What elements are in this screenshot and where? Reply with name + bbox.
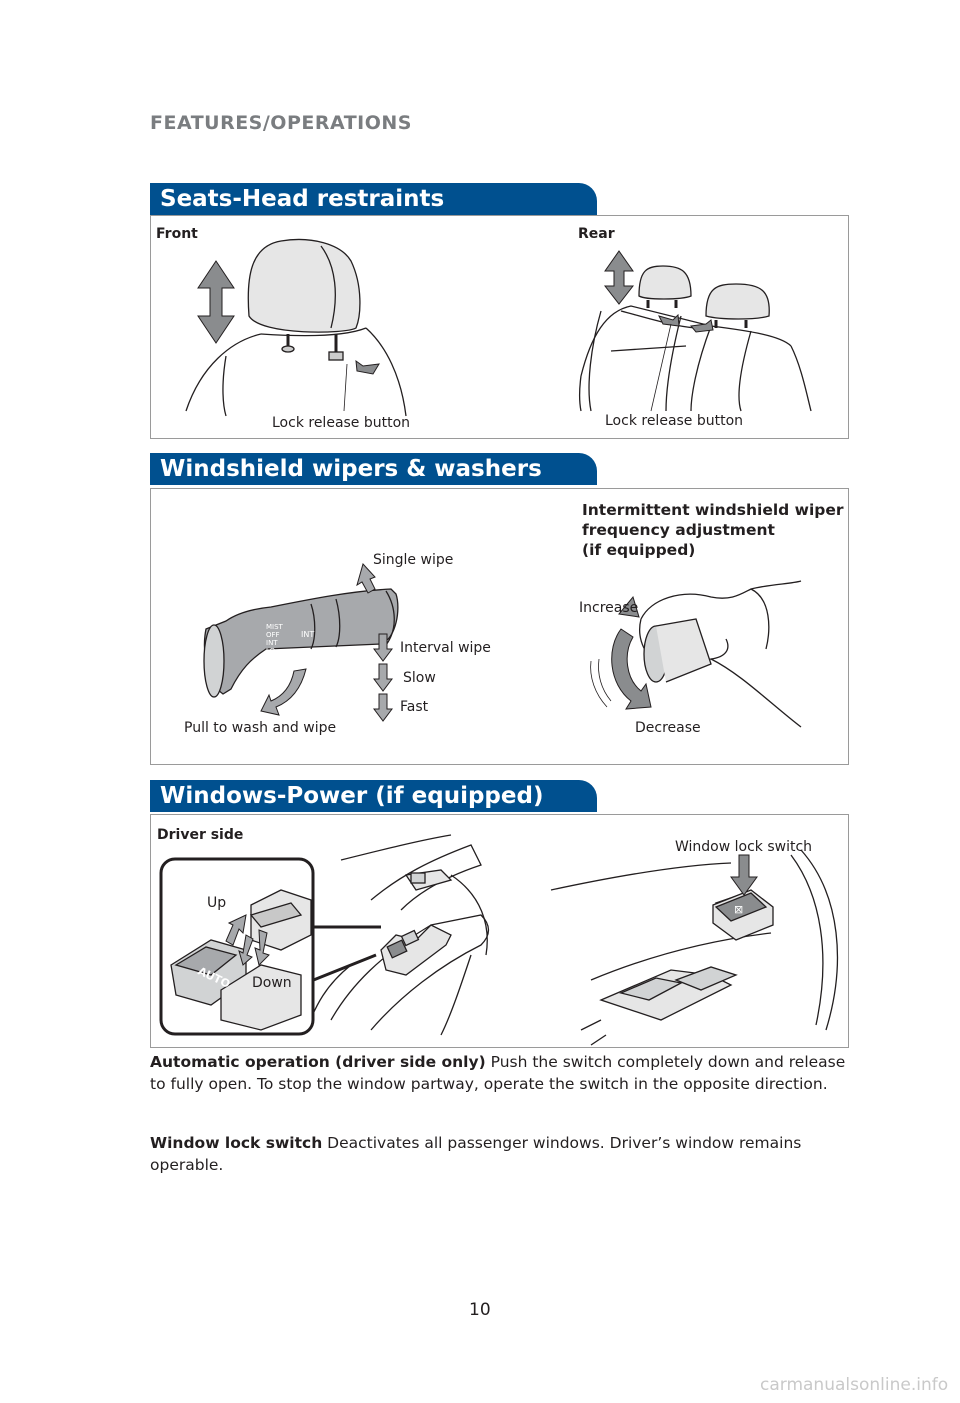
stalk-mark-lo: LO (266, 647, 276, 655)
stalk-mark-off: OFF (266, 631, 280, 639)
rear-lock-release-label: Lock release button (605, 413, 743, 429)
wipers-panel: MIST OFF INT LO HI INT Single wipe Inter… (150, 488, 849, 765)
increase-label: Increase (579, 600, 638, 616)
power-window-illustration: AUTO ⊠ (151, 815, 850, 1049)
page-number: 10 (469, 1300, 491, 1320)
decrease-label: Decrease (635, 720, 701, 736)
windows-section-tab: Windows-Power (if equipped) (150, 780, 597, 812)
stalk-mark-mist: MIST (266, 623, 284, 631)
interval-wipe-label: Interval wipe (400, 640, 491, 656)
front-lock-release-label: Lock release button (272, 415, 410, 431)
wipers-section-title: Windshield wipers & washers (160, 456, 542, 482)
slow-arrow-icon (374, 664, 392, 691)
wipers-section-tab: Windshield wipers & washers (150, 453, 597, 485)
stalk-int-ring: INT (301, 630, 314, 639)
lock-switch-glyph-icon: ⊠ (734, 903, 743, 916)
seats-section-tab: Seats-Head restraints (150, 183, 597, 215)
pull-wash-label: Pull to wash and wipe (184, 720, 336, 736)
single-wipe-arrow-icon (357, 564, 375, 593)
seats-panel: Front Rear (150, 215, 849, 439)
windows-panel: Driver side Window lock switch (150, 814, 849, 1048)
window-lock-paragraph: Window lock switch Deactivates all passe… (150, 1132, 850, 1176)
section-header: FEATURES/OPERATIONS (150, 112, 412, 134)
stalk-mark-int: INT (266, 639, 278, 647)
intermittent-line1: Intermittent windshield wiper (582, 501, 844, 519)
stalk-mark-hi: HI (266, 655, 273, 663)
up-label: Up (207, 895, 226, 911)
pull-wash-arrow-icon (261, 669, 306, 715)
automatic-operation-paragraph: Automatic operation (driver side only) P… (150, 1051, 850, 1095)
seats-section-title: Seats-Head restraints (160, 186, 444, 212)
watermark: carmanualsonline.info (760, 1375, 948, 1395)
fast-label: Fast (400, 699, 428, 715)
windows-section-title: Windows-Power (if equipped) (160, 783, 543, 809)
down-label: Down (252, 975, 292, 991)
automatic-operation-heading: Automatic operation (driver side only) (150, 1053, 486, 1071)
fast-arrow-icon (374, 694, 392, 721)
intermittent-line3: (if equipped) (582, 541, 695, 559)
slow-label: Slow (403, 670, 436, 686)
window-lock-heading: Window lock switch (150, 1134, 322, 1152)
front-headrest-illustration (151, 216, 850, 440)
window-lock-arrow-icon (731, 855, 757, 895)
single-wipe-label: Single wipe (373, 552, 453, 568)
intermittent-line2: frequency adjustment (582, 521, 775, 539)
